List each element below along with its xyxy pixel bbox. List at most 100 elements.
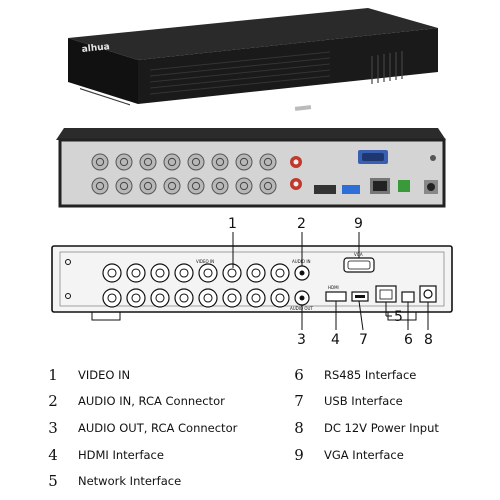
- callout-3: 3: [297, 332, 306, 348]
- bnc-connector: [187, 153, 205, 171]
- legend-item-1: 1 VIDEO IN: [36, 364, 130, 386]
- rear-panel-diagram: VIDEO IN AUDIO IN AUDIO OUT VGA HDMI: [51, 245, 453, 321]
- bnc-connector-core: [167, 157, 177, 167]
- legend-label: AUDIO IN, RCA Connector: [78, 394, 225, 408]
- legend-item-4: 4 HDMI Interface: [36, 444, 164, 466]
- legend-item-3: 3 AUDIO OUT, RCA Connector: [36, 417, 237, 439]
- bnc-connector: [163, 177, 181, 195]
- legend-label: RS485 Interface: [324, 368, 417, 382]
- bnc-connector: [115, 177, 133, 195]
- bnc-connector-core: [239, 157, 249, 167]
- legend-number: 4: [48, 446, 58, 464]
- callout-9: 9: [354, 216, 363, 232]
- bnc-connector: [91, 177, 109, 195]
- bnc-connector-core: [131, 293, 141, 303]
- callout-numbers: 1 2 3 4 5 6 7 8 9: [228, 216, 433, 348]
- bnc-connector: [115, 153, 133, 171]
- legend-item-9: 9 VGA Interface: [282, 444, 404, 466]
- legend-number: 9: [294, 446, 304, 464]
- vga-panel-label: VGA: [354, 252, 363, 257]
- bnc-connector-core: [95, 181, 105, 191]
- bnc-connector-core: [167, 181, 177, 191]
- bnc-connector-core: [203, 293, 213, 303]
- dvr-rear-photo: [56, 128, 446, 208]
- bnc-connector: [174, 263, 194, 283]
- bnc-connector-core: [95, 157, 105, 167]
- bnc-connector: [246, 288, 266, 308]
- legend-label: AUDIO OUT, RCA Connector: [78, 421, 238, 435]
- callout-1: 1: [228, 216, 237, 232]
- legend-item-5: 5 Network Interface: [36, 470, 181, 492]
- legend-number: 5: [48, 472, 58, 490]
- bnc-connector: [198, 288, 218, 308]
- legend-number: 1: [48, 366, 58, 384]
- legend-number: 8: [294, 419, 304, 437]
- legend-number: 7: [294, 392, 304, 410]
- legend-item-2: 2 AUDIO IN, RCA Connector: [36, 390, 225, 412]
- bnc-connector: [259, 177, 277, 195]
- bnc-connector: [222, 263, 242, 283]
- bnc-connector-core: [143, 181, 153, 191]
- brand-logo: alhua: [81, 42, 110, 55]
- bnc-connector-core: [251, 293, 261, 303]
- legend-label: Network Interface: [78, 474, 182, 488]
- bnc-connector: [174, 288, 194, 308]
- bnc-connector: [235, 153, 253, 171]
- legend-label: HDMI Interface: [78, 448, 164, 462]
- bnc-connector: [211, 153, 229, 171]
- bnc-connector: [163, 153, 181, 171]
- bnc-connector: [102, 263, 122, 283]
- bnc-connector: [246, 263, 266, 283]
- bnc-connector-core: [155, 268, 165, 278]
- bnc-connector-core: [227, 293, 237, 303]
- hdmi-panel-label: HDMI: [328, 285, 339, 290]
- bnc-connector-core: [215, 157, 225, 167]
- bnc-connector: [198, 263, 218, 283]
- bnc-connector: [187, 177, 205, 195]
- legend-label: VIDEO IN: [78, 368, 131, 382]
- callout-8: 8: [424, 332, 433, 348]
- bnc-connector: [270, 288, 290, 308]
- bnc-connector-core: [227, 268, 237, 278]
- bnc-connector-core: [215, 181, 225, 191]
- bnc-connector: [211, 177, 229, 195]
- bnc-connector-core: [191, 157, 201, 167]
- callout-5: 5: [394, 309, 403, 325]
- bnc-connector: [259, 153, 277, 171]
- legend-label: DC 12V Power Input: [324, 421, 439, 435]
- bnc-connector: [139, 153, 157, 171]
- bnc-connector: [235, 177, 253, 195]
- bnc-connector-core: [275, 268, 285, 278]
- callout-lines: [232, 232, 429, 331]
- legend-number: 2: [48, 392, 58, 410]
- callout-7: 7: [359, 332, 368, 348]
- bnc-connector: [150, 288, 170, 308]
- legend-item-8: 8 DC 12V Power Input: [282, 417, 439, 439]
- bnc-connector-core: [251, 268, 261, 278]
- bnc-connector-core: [107, 293, 117, 303]
- bnc-connector-core: [179, 268, 189, 278]
- bnc-connector: [139, 177, 157, 195]
- bnc-connector-core: [155, 293, 165, 303]
- legend-item-7: 7 USB Interface: [282, 390, 403, 412]
- callout-4: 4: [331, 332, 340, 348]
- bnc-connector: [222, 288, 242, 308]
- bnc-connector-core: [191, 181, 201, 191]
- legend-item-6: 6 RS485 Interface: [282, 364, 416, 386]
- callout-2: 2: [297, 216, 306, 232]
- bnc-connector-core: [239, 181, 249, 191]
- legend-label: USB Interface: [324, 394, 403, 408]
- legend: 1 VIDEO IN 2 AUDIO IN, RCA Connector 3 A…: [0, 360, 500, 500]
- bnc-connector-core: [119, 157, 129, 167]
- bnc-connector: [270, 263, 290, 283]
- dvr-front-photo: alhua: [68, 8, 438, 111]
- bnc-connector: [91, 153, 109, 171]
- bnc-connector-core: [131, 268, 141, 278]
- bnc-connector: [150, 263, 170, 283]
- bnc-connector-core: [203, 268, 213, 278]
- bnc-connector-core: [263, 181, 273, 191]
- legend-number: 6: [294, 366, 304, 384]
- video-in-panel-label: VIDEO IN: [196, 259, 214, 264]
- callout-6: 6: [404, 332, 413, 348]
- dvr-diagram: alhua: [51, 8, 453, 348]
